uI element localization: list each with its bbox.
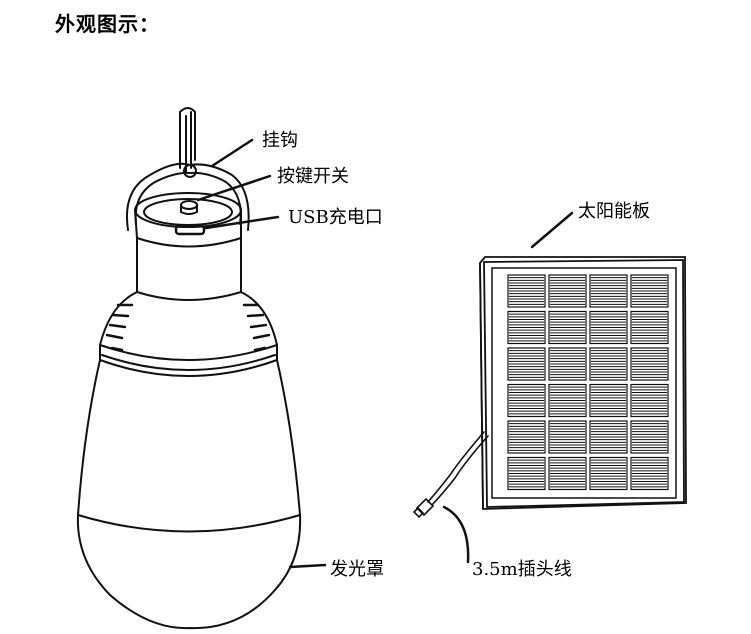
label-plug-cable: 3.5m插头线 [472, 559, 572, 580]
solar-cell [630, 420, 669, 454]
solar-cell [589, 420, 628, 454]
solar-cell [630, 456, 669, 491]
solar-cell [507, 310, 546, 345]
solar-cell [630, 310, 669, 345]
vent-collar [99, 291, 278, 377]
lamp-body [77, 359, 301, 533]
solar-cell [630, 383, 669, 418]
solar-cell [507, 274, 546, 308]
plug-cable [412, 431, 489, 519]
solar-cell [589, 456, 628, 491]
leader-shade [288, 563, 327, 569]
solar-cell [548, 347, 587, 381]
solar-cell [589, 383, 628, 418]
solar-cell [507, 383, 546, 418]
solar-cell [507, 347, 546, 381]
leader-solar [530, 211, 574, 249]
solar-cell [589, 274, 628, 308]
usb-port [174, 224, 206, 236]
button-switch [180, 200, 198, 215]
leader-usb [204, 215, 280, 230]
label-hook: 挂钩 [262, 130, 298, 151]
solar-cell [548, 310, 587, 345]
leader-lines [196, 138, 574, 569]
solar-cells [507, 274, 669, 491]
solar-cell [548, 456, 587, 491]
label-solar-panel: 太阳能板 [578, 201, 650, 222]
solar-cell [548, 383, 587, 418]
lamp-illustration [76, 107, 302, 630]
leader-cable [442, 505, 470, 564]
page-title: 外观图示： [55, 12, 160, 36]
lamp-neck [136, 237, 242, 301]
top-cap [134, 192, 242, 248]
solar-cell [548, 274, 587, 308]
solar-cell [630, 274, 669, 308]
solar-cell [589, 310, 628, 345]
label-light-shade: 发光罩 [330, 559, 384, 580]
hook [126, 107, 250, 231]
leader-switch [196, 174, 272, 202]
solar-cell [507, 456, 546, 491]
solar-cell [507, 420, 546, 454]
light-shade [76, 514, 302, 630]
leader-hook [210, 138, 254, 168]
label-usb: USB充电口 [288, 207, 383, 228]
label-switch: 按键开关 [277, 166, 349, 187]
solar-cell [548, 420, 587, 454]
solar-panel [479, 256, 687, 510]
solar-cell [589, 347, 628, 381]
solar-cell [630, 347, 669, 381]
